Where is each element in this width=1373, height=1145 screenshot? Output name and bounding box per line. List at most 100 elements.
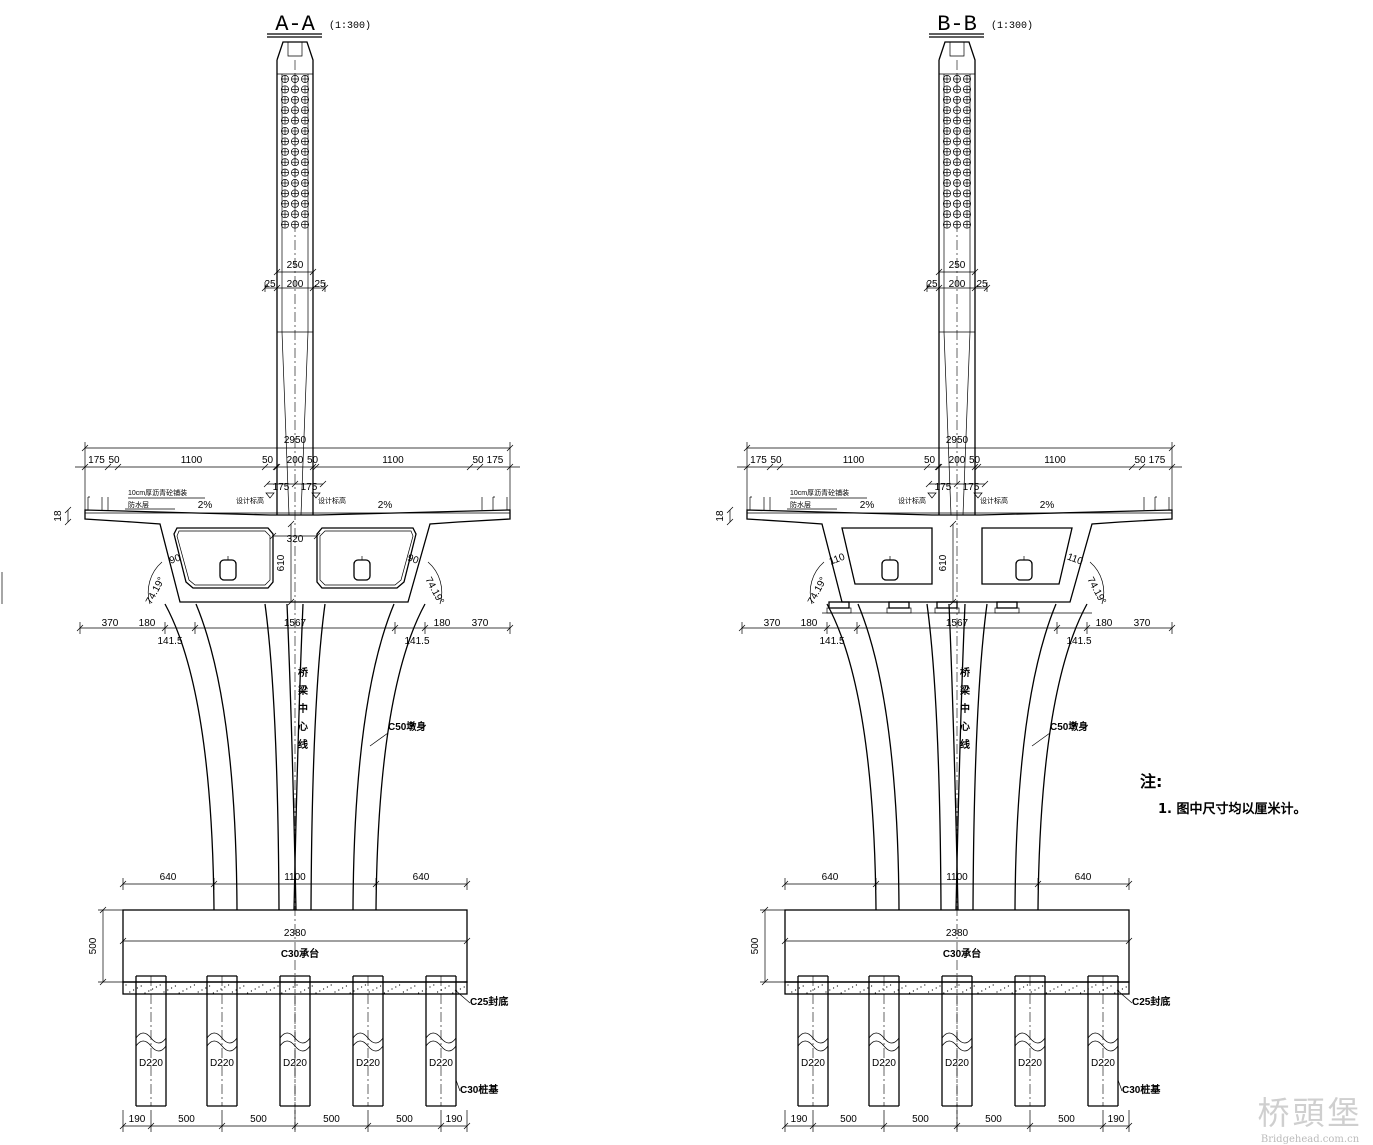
pier-inner-right: 141.5 [404,636,429,647]
railing [749,496,765,510]
dim-tick [273,268,281,276]
seal-dot [844,990,846,992]
dim-tick [114,463,122,471]
dim-tick [971,284,979,292]
centerline-label-char: 心 [298,721,308,733]
seal-dot [239,987,241,989]
elev-marker [927,492,937,499]
pile-spacing-label: 190 [1108,1114,1125,1125]
pile-diameter-label: D220 [1091,1058,1115,1069]
dim-tick [64,506,72,514]
seal-label: C25封底 [1132,995,1170,1008]
dim-tick [935,284,943,292]
tower-cap [949,42,965,57]
dim-tick [743,463,751,471]
seal-dot [247,992,249,994]
seal-dot [174,985,176,987]
angle-label-left: 74.19° [144,575,167,606]
seal-dot [231,991,233,993]
seal-dot [1049,990,1051,992]
pier-top-label: 370 [1134,618,1151,629]
seal-dot [878,990,880,992]
seal-dot [353,990,355,992]
seal-dot [444,987,446,989]
bearing-pad [994,607,1020,614]
dim-tick [925,480,933,488]
seal-dot [262,984,264,986]
pier-top-label: 370 [102,618,119,629]
pier-inner-right: 141.5 [1066,636,1091,647]
seal-dot [307,987,309,989]
dim-tick [949,520,957,528]
deck-part-label: 175 [750,455,767,466]
seal-dot [916,988,918,990]
dim-tick [726,506,734,514]
seal-dot [209,985,211,987]
seal-dot [418,992,420,994]
section-title: B-B [937,12,977,37]
seal-dot [250,990,252,992]
manhole-right [353,559,371,581]
seal-dot [1076,985,1078,987]
seal-dot [1110,985,1112,987]
pier-top-label: 370 [472,618,489,629]
pile-diameter-label: D220 [139,1058,163,1069]
pile-spacing-label: 500 [840,1114,857,1125]
seal-dot [1030,991,1032,993]
manhole-right [1015,559,1033,581]
pier-leg-left [164,603,297,911]
slope-label-right: 2% [378,500,393,511]
pile-spacing-label: 190 [129,1114,146,1125]
seal-dot [300,991,302,993]
seal-dot [243,985,245,987]
seal-dot [285,990,287,992]
seal-dot [421,990,423,992]
seal-dot [806,992,808,994]
vdim-label: 18 [53,510,64,522]
pile-spacing-label: 500 [396,1114,413,1125]
railing [492,496,508,510]
waterproof-label: 防水层 [790,500,811,509]
centerline-label-char: 梁 [297,684,309,697]
bearing [996,601,1018,609]
cap-part-label: 1100 [284,872,306,883]
seal-dot [1083,990,1085,992]
cap-width-label: 2380 [946,928,969,939]
pier-material-label: C50墩身 [1050,720,1088,733]
pile [425,975,457,1107]
railing [1154,496,1170,510]
box-cell-right [316,527,417,589]
pier-top-label: 180 [139,618,156,629]
seal-dot [901,987,903,989]
seal-dot [368,991,370,993]
bearing [936,601,958,609]
dim-tick [309,268,317,276]
seal-dot [330,984,332,986]
tower-dim-right: 25 [976,279,988,290]
seal-dot [836,985,839,987]
seal-dot [163,991,165,993]
seal-dot [178,992,180,994]
deck-part-label: 175 [88,455,105,466]
seal-dot [364,984,366,986]
pile-diameter-label: D220 [283,1058,307,1069]
seal-dot [1061,984,1063,986]
seal-dot [433,984,435,986]
seal-dot [1004,987,1006,989]
seal-dot [334,991,336,993]
bearing-pad [886,607,912,614]
seal-dot [152,988,154,990]
pile-spacing-label: 500 [985,1114,1002,1125]
seal-dot [395,986,397,988]
seal-dot [129,991,131,993]
angle-label-right: 74.19° [423,575,446,606]
deck-part-label: 50 [262,455,274,466]
dim-tick [923,463,931,471]
tower-dim-right: 25 [314,279,326,290]
seal-dot [924,984,926,986]
tower-outline [938,41,976,515]
pile [279,975,311,1107]
pile-diameter-label: D220 [429,1058,453,1069]
design-elev-left: 设计标高 [898,496,926,505]
slope-label-left: 2% [198,500,213,511]
